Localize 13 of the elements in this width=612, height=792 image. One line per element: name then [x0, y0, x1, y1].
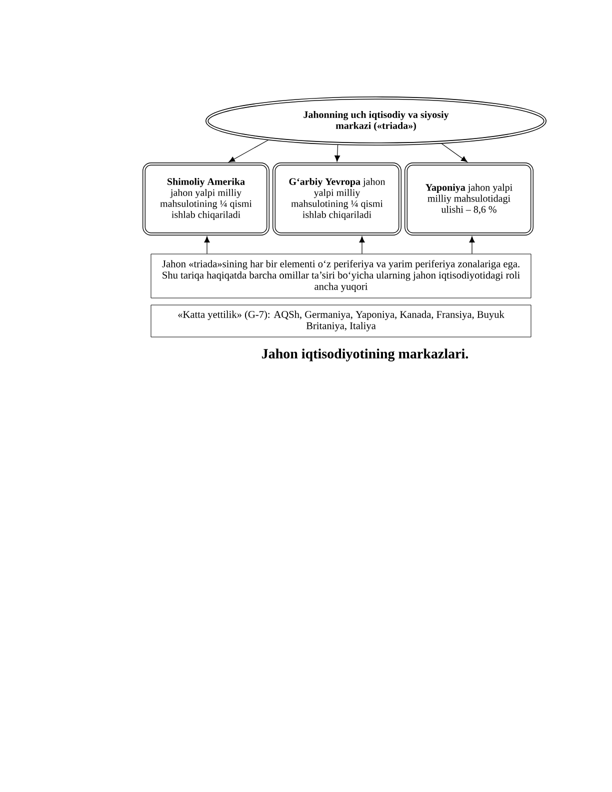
- ellipse-node: Jahonning uch iqtisodiy va siyosiy markazi («triada»): [206, 96, 546, 146]
- arrow: [469, 236, 475, 254]
- arrow: [441, 143, 468, 162]
- rounded-box: G‘arbiy Yevropa jahon yalpi milliy mahsulotining ¼ qismi ishlab chiqariladi: [272, 162, 402, 236]
- rounded-box: Shimoliy Amerika jahon yalpi milliy mahsulotining ¼ qismi ishlab chiqariladi: [142, 162, 270, 236]
- arrow: [334, 144, 340, 162]
- arrow: [228, 140, 269, 162]
- arrow: [359, 236, 365, 254]
- caption: Jahon iqtisodiyotining markazlari.: [262, 348, 468, 362]
- text-box: Jahon «triada»sining har bir elementi o‘z periferiya va yarim periferiya zonalariga ega. Shu tariqa haqiqatda barcha omillar ta’siri bo‘yicha ularning jahon iqtisodiyotidagi roli ancha yuqori: [150, 254, 532, 298]
- rounded-box: Yaponiya jahon yalpi milliy mahsulotidagi ulishi – 8,6 %: [404, 162, 534, 236]
- text-box: «Katta yettilik» (G-7): AQSh, Germaniya, Yaponiya, Kanada, Fransiya, Buyuk Britaniya, Italiya: [150, 304, 532, 338]
- arrow: [204, 236, 210, 254]
